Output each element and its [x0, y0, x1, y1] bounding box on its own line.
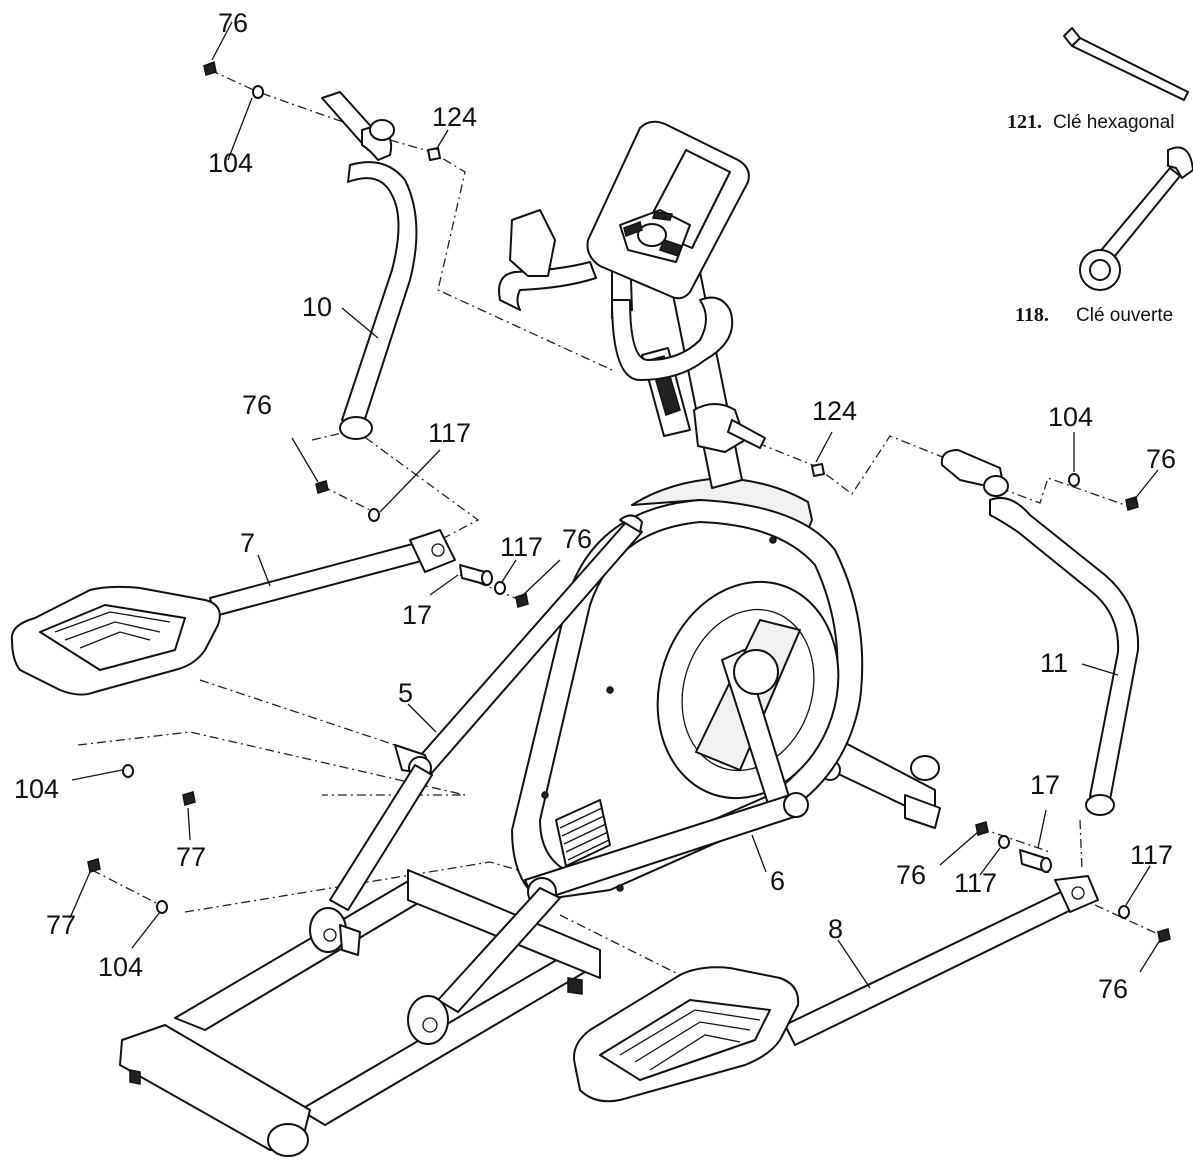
label-104-mid: 104 — [14, 774, 59, 804]
console-mast — [641, 271, 766, 489]
part-7-left-pedal-arm — [10, 529, 456, 696]
label-5: 5 — [398, 678, 413, 708]
front-stabilizer — [819, 734, 941, 829]
console — [586, 120, 750, 300]
label-117-right: 117 — [1130, 840, 1173, 870]
label-104-bottom: 104 — [98, 952, 143, 982]
label-77-left: 77 — [46, 910, 76, 940]
label-117-right-mid: 117 — [954, 868, 997, 898]
main-body — [511, 477, 864, 901]
hardware — [87, 60, 1171, 943]
part-17-bushing-left — [459, 564, 493, 586]
label-124-left: 124 — [432, 102, 477, 132]
tool-121-name: Clé hexagonal — [1053, 112, 1174, 133]
label-7: 7 — [240, 528, 255, 558]
label-76-top: 76 — [218, 8, 248, 38]
label-76-mid: 76 — [562, 524, 592, 554]
label-124-right: 124 — [812, 396, 857, 426]
part-8-right-pedal-arm — [573, 875, 1099, 1103]
part-11-right-upper-arm — [940, 449, 1140, 816]
part-10-left-upper-arm — [321, 91, 418, 440]
label-17-left: 17 — [402, 600, 432, 630]
label-6: 6 — [770, 866, 785, 896]
hex-key-icon — [1063, 27, 1189, 101]
label-76-right-bottom: 76 — [1098, 974, 1128, 1004]
label-76-left: 76 — [242, 390, 272, 420]
part-labels: 76 104 124 10 76 117 7 117 76 17 5 104 7… — [14, 8, 1176, 1004]
label-104-top: 104 — [208, 148, 253, 178]
tool-118-name: Clé ouverte — [1076, 305, 1173, 326]
part-17-bushing-right — [1019, 849, 1052, 873]
label-17-right: 17 — [1030, 770, 1060, 800]
label-8: 8 — [828, 914, 843, 944]
label-11: 11 — [1040, 648, 1068, 678]
label-10: 10 — [302, 292, 332, 322]
part-5-left-lower-arm — [309, 514, 643, 956]
label-117-mid: 117 — [500, 532, 543, 562]
label-77-right: 77 — [176, 842, 206, 872]
label-76-right-mid: 76 — [896, 860, 926, 890]
leader-lines — [69, 21, 1161, 989]
label-76-right-top: 76 — [1146, 444, 1176, 474]
part-6-right-lower-arm — [407, 792, 809, 1045]
tool-121-number: 121. — [1007, 111, 1042, 133]
tool-118-number: 118. — [1015, 304, 1049, 326]
label-104-right: 104 — [1048, 402, 1093, 432]
open-wrench-icon — [1079, 146, 1193, 291]
base-frame — [119, 869, 601, 1157]
label-117-left: 117 — [428, 418, 471, 448]
